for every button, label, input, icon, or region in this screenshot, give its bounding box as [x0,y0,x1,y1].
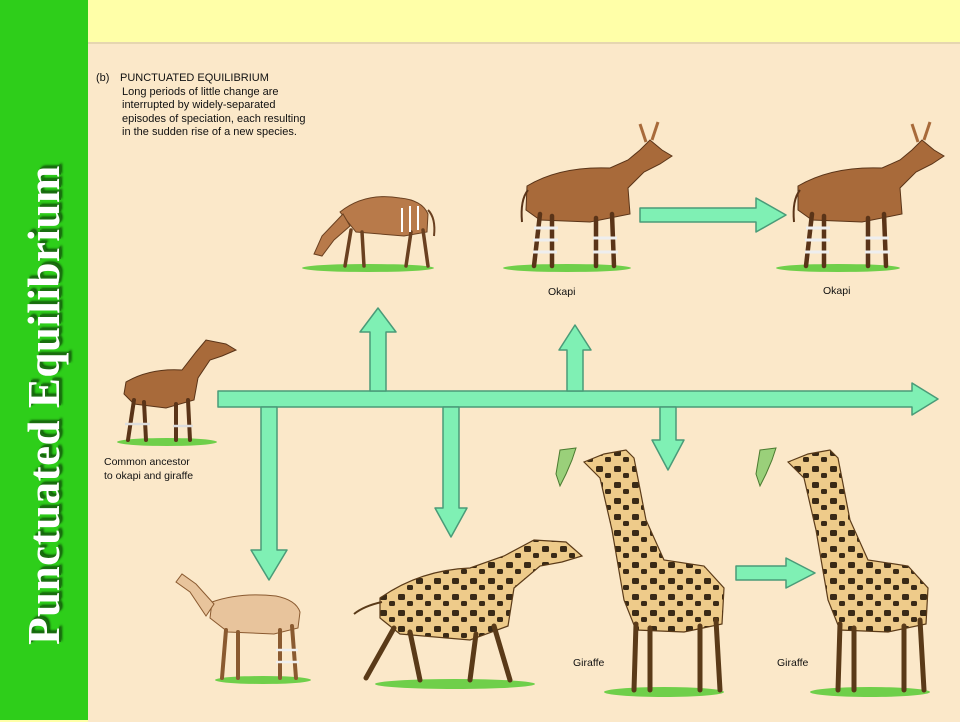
okapi-label-1: Okapi [548,286,576,298]
description-line: interrupted by widely-separated [122,99,276,111]
giraffe-label-2: Giraffe [777,657,809,669]
ancestor-label-line1: Common ancestor [104,456,190,468]
branch-arrow-down [651,406,685,471]
panel-label: (b) [96,72,110,84]
branch-arrow-down [250,406,288,581]
figure-heading: PUNCTUATED EQUILIBRIUM [120,72,269,84]
grazing-ancestor-illustration [313,196,436,268]
okapi-illustration-2 [792,121,945,269]
title-sidebar: Punctuated Equilibrium [0,0,88,720]
branch-arrow-up [359,307,397,392]
description-line: episodes of speciation, each resulting [122,112,306,125]
grass-tuft [776,264,900,272]
okapi-label-2: Okapi [823,285,851,297]
proto-giraffe-illustration [353,539,584,683]
grass-tuft [810,687,930,697]
branch-arrow-down [434,406,468,538]
main-timeline-arrow [217,382,939,416]
description-line: Long periods of little change are [122,85,279,98]
figure-caption: (b) PUNCTUATED EQUILIBRIUM Long periods o… [96,72,305,140]
continuation-arrow [639,197,787,233]
description-line: in the sudden rise of a new species. [122,126,297,138]
ancestor-label-line2: to okapi and giraffe [104,470,194,482]
giraffe-illustration-1 [555,447,725,693]
grass-tuft [117,438,217,446]
giraffe-illustration-2 [755,447,929,693]
giraffe-label-1: Giraffe [573,657,605,669]
okapi-illustration-1 [520,121,673,269]
short-necked-ungulate-illustration [175,573,301,680]
continuation-arrow [735,557,816,589]
common-ancestor-illustration [123,339,238,442]
grass-tuft [604,687,724,697]
grass-tuft [302,264,434,272]
grass-tuft [375,679,535,689]
branch-arrow-up [558,324,592,392]
